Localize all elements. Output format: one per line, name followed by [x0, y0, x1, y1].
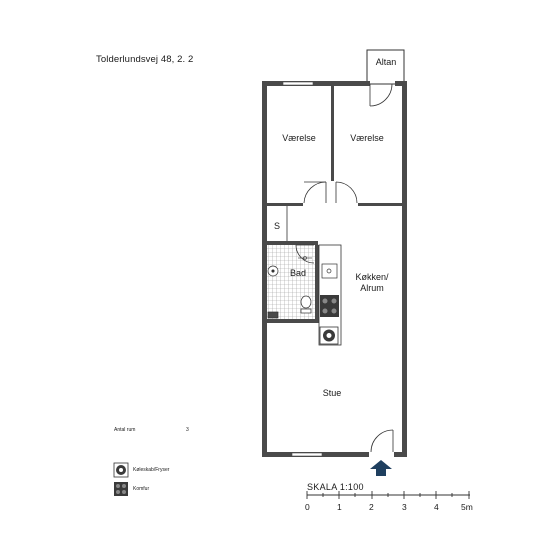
- room-label-stue: Stue: [322, 388, 342, 398]
- legend-fridge-label: Køleskab/Fryser: [133, 467, 170, 473]
- room-label-vaerelse-right: Værelse: [350, 133, 384, 143]
- legend-stove-label: Komfur: [133, 486, 150, 492]
- rooms-count-label: Antal rum: [114, 427, 136, 433]
- stove-icon: [320, 295, 339, 317]
- scale-tick-2: 2: [369, 502, 374, 512]
- scale-tick-0: 0: [305, 502, 310, 512]
- legend-fridge-icon: [113, 462, 129, 478]
- room-label-bad: Bad: [289, 268, 306, 278]
- bathroom-tiles: [266, 245, 318, 320]
- room-label-koekken: Køkken/ Alrum: [355, 272, 389, 293]
- doors: [295, 83, 394, 453]
- legend-stove-icon: [114, 482, 128, 496]
- shower-drain: [298, 256, 312, 260]
- scale-tick-4: 4: [434, 502, 439, 512]
- rooms-count-value: 3: [186, 427, 189, 433]
- scale-tick-1: 1: [337, 502, 342, 512]
- room-label-storage: S: [273, 221, 280, 231]
- room-label-vaerelse-left: Værelse: [282, 133, 316, 143]
- entrance-arrow-icon: [370, 460, 392, 476]
- bathroom-fixtures: [267, 265, 312, 319]
- scale-tick-5: 5m: [461, 502, 473, 512]
- kitchen-sink: [321, 263, 338, 279]
- room-label-altan: Altan: [375, 57, 397, 67]
- scale-title: SKALA 1:100: [307, 482, 364, 492]
- scale-bar: [306, 491, 470, 499]
- fridge-icon: [319, 326, 339, 345]
- balcony-outline: [366, 49, 405, 85]
- kitchen-counter: [318, 244, 342, 346]
- address-title: Tolderlundsvej 48, 2. 2: [96, 54, 194, 65]
- windows: [282, 81, 323, 457]
- scale-tick-3: 3: [402, 502, 407, 512]
- interior-walls: [262, 86, 402, 323]
